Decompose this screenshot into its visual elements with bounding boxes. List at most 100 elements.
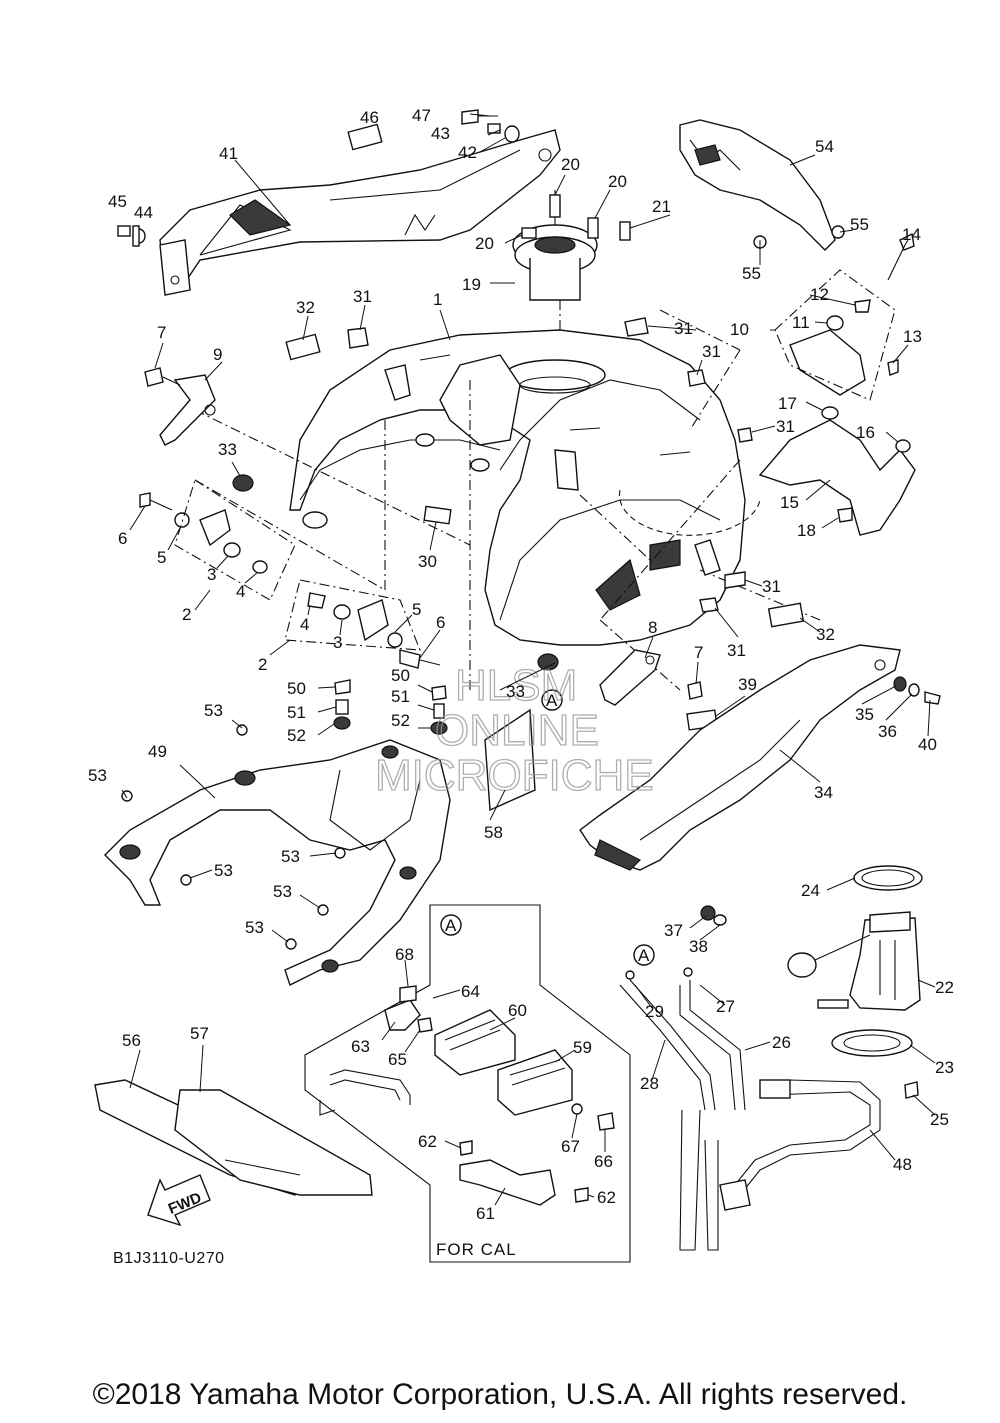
callout-49: 49	[148, 742, 167, 761]
callout-47: 47	[412, 106, 431, 125]
callout-31b: 31	[674, 319, 693, 338]
callout-35: 35	[855, 705, 874, 724]
callout-64: 64	[461, 982, 480, 1001]
reference-markers: A A A	[440, 689, 655, 966]
callout-20c: 20	[475, 234, 494, 253]
tank-top-cover	[679, 119, 845, 251]
callout-52b: 52	[391, 711, 410, 730]
watermark-line-1: HLSM	[455, 661, 577, 710]
callout-60: 60	[508, 1001, 527, 1020]
callout-9: 9	[213, 345, 222, 364]
callout-45: 45	[108, 192, 127, 211]
fuel-tank	[289, 329, 761, 646]
side-cover-left	[159, 129, 561, 296]
callout-53e: 53	[273, 882, 292, 901]
callout-5a: 5	[157, 548, 166, 567]
callout-20a: 20	[561, 155, 580, 174]
callout-13: 13	[903, 327, 922, 346]
callout-55a: 55	[742, 264, 761, 283]
copyright-notice: ©2018 Yamaha Motor Corporation, U.S.A. A…	[92, 1378, 908, 1411]
cover-fasteners	[117, 109, 520, 247]
callout-65: 65	[388, 1050, 407, 1069]
watermark-line-2: ONLINE	[435, 706, 599, 755]
fuel-pump	[787, 865, 923, 1099]
fuel-hoses	[619, 967, 881, 1251]
callout-66: 66	[594, 1152, 613, 1171]
callout-53c: 53	[214, 861, 233, 880]
callout-42: 42	[458, 143, 477, 162]
callout-15: 15	[780, 493, 799, 512]
callout-53a: 53	[204, 701, 223, 720]
callout-68: 68	[395, 945, 414, 964]
callout-57: 57	[190, 1024, 209, 1043]
callout-25: 25	[930, 1110, 949, 1129]
ref-marker-a-3: A	[638, 946, 650, 965]
callout-17: 17	[778, 394, 797, 413]
callout-23: 23	[935, 1058, 954, 1077]
callout-39: 39	[738, 675, 757, 694]
callout-27: 27	[716, 997, 735, 1016]
callout-6a: 6	[118, 529, 127, 548]
callout-62b: 62	[597, 1188, 616, 1207]
under-tray	[104, 679, 451, 986]
callout-50b: 50	[391, 666, 410, 685]
callout-50a: 50	[287, 679, 306, 698]
callout-20b: 20	[608, 172, 627, 191]
callout-31c: 31	[702, 342, 721, 361]
fuel-cap	[512, 190, 631, 301]
callout-36: 36	[878, 722, 897, 741]
callout-31f: 31	[727, 641, 746, 660]
callout-33b: 33	[506, 682, 525, 701]
for-cal-detail-box	[304, 904, 631, 1263]
ref-marker-a-1: A	[546, 691, 558, 710]
callout-43: 43	[431, 124, 450, 143]
callout-62a: 62	[418, 1132, 437, 1151]
callout-10: 10	[730, 320, 749, 339]
callout-34: 34	[814, 783, 833, 802]
callout-53f: 53	[245, 918, 264, 937]
callout-5b: 5	[412, 600, 421, 619]
callout-51b: 51	[391, 687, 410, 706]
callout-4a: 4	[236, 582, 245, 601]
callout-12: 12	[810, 285, 829, 304]
watermark: HLSM ONLINE MICROFICHE	[374, 660, 654, 800]
callout-59: 59	[573, 1038, 592, 1057]
callout-48: 48	[893, 1155, 912, 1174]
callout-63: 63	[351, 1037, 370, 1056]
callout-21: 21	[652, 197, 671, 216]
callout-14: 14	[902, 225, 921, 244]
callout-11: 11	[792, 313, 810, 332]
callout-18: 18	[797, 521, 816, 540]
callout-30: 30	[418, 552, 437, 571]
callout-31e: 31	[762, 577, 781, 596]
callout-16: 16	[856, 423, 875, 442]
callout-61: 61	[476, 1204, 495, 1223]
callout-46: 46	[360, 108, 379, 127]
callout-28: 28	[640, 1074, 659, 1093]
callout-2b: 2	[258, 655, 267, 674]
callout-1: 1	[433, 290, 442, 309]
callout-53d: 53	[281, 847, 300, 866]
callout-55b: 55	[850, 215, 869, 234]
cover-plate	[484, 708, 536, 812]
callout-31d: 31	[776, 417, 795, 436]
forward-arrow-icon: FWD	[147, 1174, 211, 1227]
callout-4b: 4	[300, 615, 309, 634]
leader-lines	[121, 113, 936, 1206]
callout-51a: 51	[287, 703, 306, 722]
callout-2a: 2	[182, 605, 191, 624]
callout-29: 29	[645, 1002, 664, 1021]
callout-67: 67	[561, 1137, 580, 1156]
callout-41: 41	[219, 144, 238, 163]
callout-7b: 7	[694, 643, 703, 662]
front-covers	[94, 1079, 373, 1196]
callout-53b: 53	[88, 766, 107, 785]
callout-26: 26	[772, 1033, 791, 1052]
callout-33a: 33	[218, 440, 237, 459]
callout-54: 54	[815, 137, 834, 156]
callout-3b: 3	[333, 633, 342, 652]
ref-marker-a-2: A	[445, 916, 457, 935]
callout-56: 56	[122, 1031, 141, 1050]
